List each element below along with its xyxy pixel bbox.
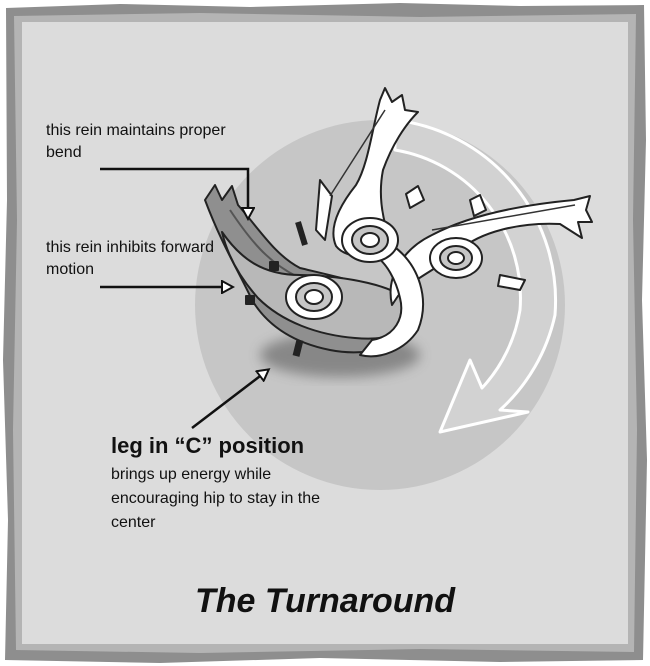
rein-bend-label: this rein maintains proper bend (46, 122, 226, 161)
turn-arrow-icon (393, 118, 558, 434)
rein-inhibit-label: this rein inhibits forward motion (46, 239, 215, 278)
saddle-icon (285, 274, 343, 320)
leg-position-description: brings up energy while encouraging hip t… (111, 466, 321, 531)
leg-position-heading: leg in “C” position (111, 433, 305, 458)
saddle-icon (341, 217, 399, 263)
pointer-arrow-icon (191, 370, 268, 429)
pointer-arrow-icon (100, 167, 248, 218)
reins (329, 109, 576, 231)
saddle-icon (429, 237, 483, 279)
horse-figure-front (315, 87, 593, 358)
diagram-title: The Turnaround (194, 582, 456, 620)
